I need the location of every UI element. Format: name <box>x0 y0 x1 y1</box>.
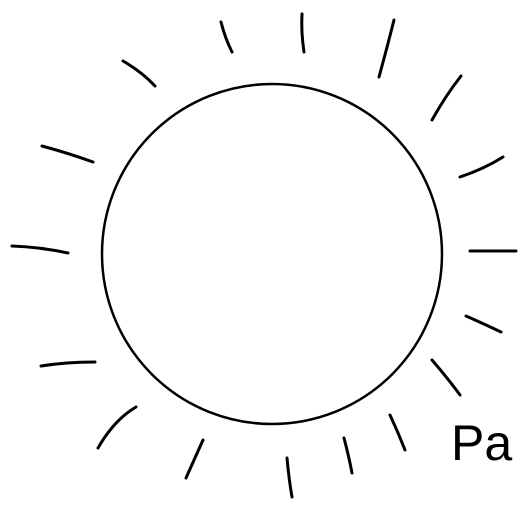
ray-left-upper <box>42 146 93 162</box>
ray-left-lower <box>41 362 95 366</box>
central-circle <box>102 84 442 424</box>
ray-bottom-right-b <box>344 438 352 473</box>
ray-bottom-left <box>186 440 203 478</box>
ray-top <box>302 14 304 52</box>
ray-right-upper <box>460 157 503 177</box>
ray-bottom <box>287 458 292 497</box>
ray-left <box>12 246 68 253</box>
ray-bottom-right-a <box>390 415 405 450</box>
ray-top-right <box>379 20 394 77</box>
ray-upper-right <box>432 76 461 120</box>
ray-right-lower <box>466 316 501 332</box>
ray-top-left <box>221 22 232 52</box>
ray-upper-left <box>123 61 155 86</box>
ray-lower-right <box>432 360 460 395</box>
pa-label: Pa <box>451 418 512 468</box>
ray-lower-left <box>98 407 136 448</box>
